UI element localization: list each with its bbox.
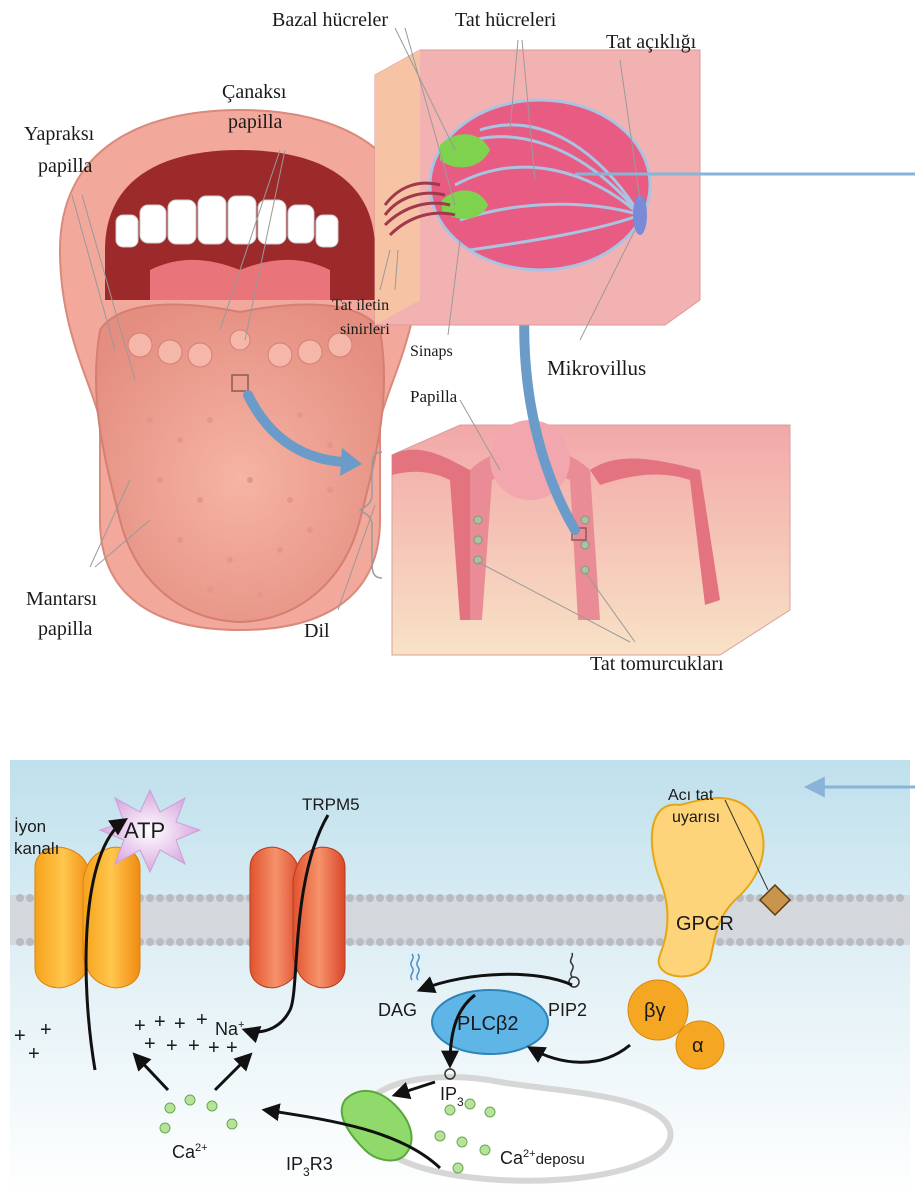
svg-text:+: + — [166, 1035, 178, 1057]
label-uyarisi: uyarısı — [672, 809, 720, 826]
label-aci-tat: Acı tat — [668, 787, 714, 804]
label-papilla: Papilla — [410, 387, 458, 406]
trpm5-channel — [250, 847, 345, 988]
svg-text:+: + — [144, 1033, 156, 1055]
pathway-section: +++ ++++ +++++ Acı tat uyarısı İyon kana… — [10, 760, 915, 1196]
label-tat-acikligi: Tat açıklığı — [606, 31, 697, 53]
svg-text:+: + — [208, 1037, 220, 1059]
mouth-illustration — [60, 110, 420, 630]
label-dil: Dil — [304, 620, 330, 642]
svg-text:+: + — [226, 1037, 238, 1059]
label-mantarsi: Mantarsı — [26, 588, 98, 610]
label-beta-gamma: βγ — [644, 1000, 666, 1022]
label-dag: DAG — [378, 1000, 417, 1020]
label-tat-hucreleri: Tat hücreleri — [455, 9, 557, 31]
label-sinirleri: sinirleri — [340, 321, 390, 338]
svg-text:+: + — [28, 1043, 40, 1065]
papilla-block — [392, 420, 790, 655]
label-iyon: İyon — [14, 817, 46, 836]
svg-text:+: + — [174, 1013, 186, 1035]
label-tat-iletin: Tat iletin — [332, 297, 389, 314]
label-store: Ca2+deposu — [500, 1148, 585, 1168]
label-sinaps: Sinaps — [410, 343, 453, 360]
label-bazal: Bazal hücreler — [272, 9, 388, 31]
label-yapraksi: Yapraksı — [24, 123, 95, 145]
svg-text:+: + — [188, 1035, 200, 1057]
label-plc: PLCβ2 — [457, 1013, 519, 1035]
label-yapraksi-2: papilla — [38, 155, 93, 177]
label-kanali: kanalı — [14, 839, 59, 858]
svg-text:+: + — [40, 1019, 52, 1041]
label-canaksi: Çanaksı — [222, 81, 287, 103]
anatomy-section: Yapraksı papilla Çanaksı papilla Mantars… — [24, 9, 915, 675]
label-tat-tomurcuklari: Tat tomurcukları — [590, 653, 724, 675]
label-mantarsi-2: papilla — [38, 618, 93, 640]
svg-text:+: + — [14, 1025, 26, 1047]
label-canaksi-2: papilla — [228, 111, 283, 133]
label-mikrovillus: Mikrovillus — [547, 356, 646, 380]
label-gpcr: GPCR — [676, 913, 734, 935]
svg-text:+: + — [154, 1011, 166, 1033]
label-pip2: PIP2 — [548, 1000, 587, 1020]
svg-text:+: + — [196, 1009, 208, 1031]
label-alpha: α — [692, 1035, 704, 1057]
label-trpm5: TRPM5 — [302, 795, 360, 814]
label-atp: ATP — [124, 818, 165, 843]
taste-bud-block — [375, 50, 700, 325]
